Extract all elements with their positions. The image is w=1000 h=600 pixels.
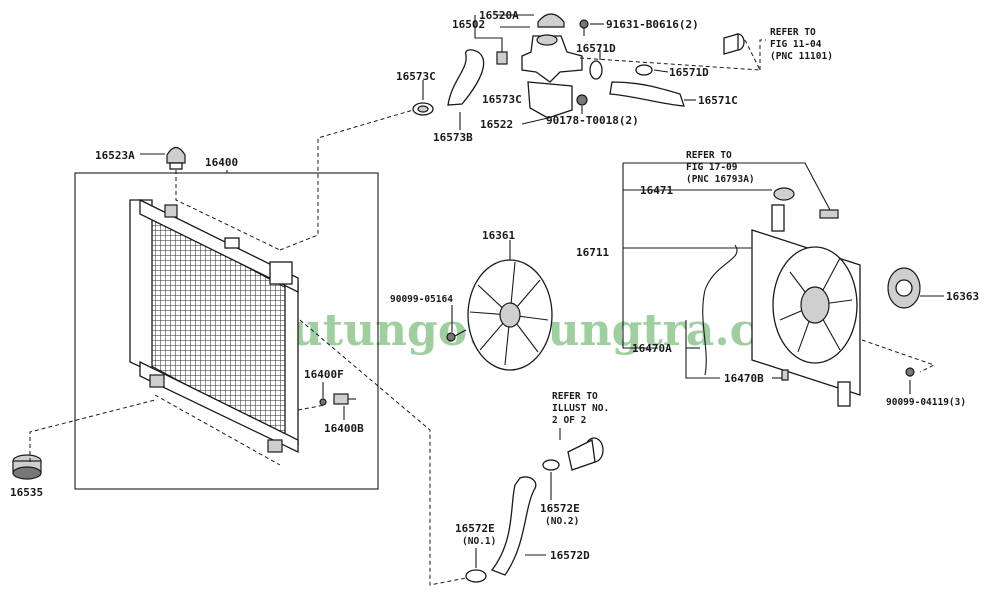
leader-line: [521, 117, 549, 125]
refer-note-3-line2: ILLUST NO.: [552, 403, 609, 414]
guide-line: [861, 339, 936, 373]
fan-shroud: [751, 204, 861, 407]
refer-note-3-line3: 2 OF 2: [552, 415, 586, 426]
screw: [446, 332, 456, 342]
part-label-90099-05164: 90099-05164: [390, 294, 453, 305]
part-label-16573b: 16573B: [433, 131, 473, 144]
guide-line: [579, 37, 766, 71]
part-label-16522: 16522: [480, 118, 513, 131]
part-label-16523a: 16523A: [95, 149, 135, 162]
hose-clamp: [542, 459, 560, 471]
part-label-16535: 16535: [10, 486, 43, 499]
mount-cushion: [12, 454, 42, 480]
part-note-no1: (NO.1): [462, 536, 496, 547]
part-label-16471: 16471: [640, 184, 673, 197]
part-label-91631: 91631-B0616(2): [606, 18, 699, 31]
outlet-neck: [567, 437, 604, 471]
overflow-hose: [702, 244, 738, 376]
refer-note-2-line3: (PNC 16793A): [686, 174, 755, 185]
part-label-16573c-left: 16573C: [396, 70, 436, 83]
leader-line: [623, 162, 831, 211]
clamp: [496, 51, 508, 65]
radiator-hose: [609, 81, 685, 107]
guide-line: [299, 319, 467, 586]
part-note-no2: (NO.2): [545, 516, 579, 527]
refer-note-2-line1: REFER TO: [686, 150, 732, 161]
part-label-16572d: 16572D: [550, 549, 590, 562]
filler-cap: [537, 13, 565, 28]
hose-clamp: [635, 64, 653, 76]
leader-line: [685, 320, 720, 379]
leader-line: [653, 69, 669, 73]
part-label-16361: 16361: [482, 229, 515, 242]
hose-clamp: [412, 102, 434, 116]
refer-note-2-line2: FIG 17-09: [686, 162, 738, 173]
guide-line: [175, 170, 281, 251]
clip: [781, 369, 789, 381]
refer-label-tab: [819, 209, 839, 219]
part-label-16502: 16502: [452, 18, 485, 31]
leader-line: [474, 15, 530, 52]
radiator-hose: [447, 49, 485, 106]
part-label-16571d-right: 16571D: [669, 66, 709, 79]
part-label-90178: 90178-T0018(2): [546, 114, 639, 127]
bracket: [527, 81, 573, 119]
hose-clamp: [465, 569, 487, 583]
hose-end: [723, 33, 745, 55]
guide-line: [154, 394, 281, 466]
cooling-fan: [467, 259, 553, 371]
part-label-16711: 16711: [576, 246, 609, 259]
guide-line: [29, 399, 156, 462]
drain-cock: [319, 393, 356, 406]
refer-note-1-line2: FIG 11-04: [770, 39, 822, 50]
part-label-90099-04119: 90099-04119(3): [886, 397, 966, 408]
part-label-16363: 16363: [946, 290, 979, 303]
part-label-16400f: 16400F: [304, 368, 344, 381]
fan-motor: [887, 267, 921, 309]
part-label-16572e-no1: 16572E: [455, 522, 495, 535]
bracket-line: [622, 163, 658, 349]
part-label-16573c-mid: 16573C: [482, 93, 522, 106]
lower-radiator-hose: [490, 476, 537, 576]
reservoir-cap: [773, 187, 795, 201]
nut: [576, 94, 588, 106]
filler-neck: [521, 34, 583, 83]
guide-line: [279, 107, 421, 251]
guide-line: [297, 404, 326, 411]
part-label-16470b: 16470B: [724, 372, 764, 385]
part-label-16400b: 16400B: [324, 422, 364, 435]
part-label-16470a: 16470A: [632, 342, 672, 355]
hose-clamp: [589, 60, 603, 80]
part-label-16572e-no2: 16572E: [540, 502, 580, 515]
refer-note-1-line1: REFER TO: [770, 27, 816, 38]
part-label-16571c: 16571C: [698, 94, 738, 107]
radiator: [129, 198, 299, 454]
screw: [905, 367, 915, 377]
radiator-cap: [166, 146, 186, 170]
part-label-16520a: 16520A: [479, 9, 519, 22]
refer-note-3-line1: REFER TO: [552, 391, 598, 402]
part-label-16400: 16400: [205, 156, 238, 169]
refer-note-1-line3: (PNC 11101): [770, 51, 833, 62]
bolt: [579, 19, 589, 36]
part-label-16571d-top: 16571D: [576, 42, 616, 55]
